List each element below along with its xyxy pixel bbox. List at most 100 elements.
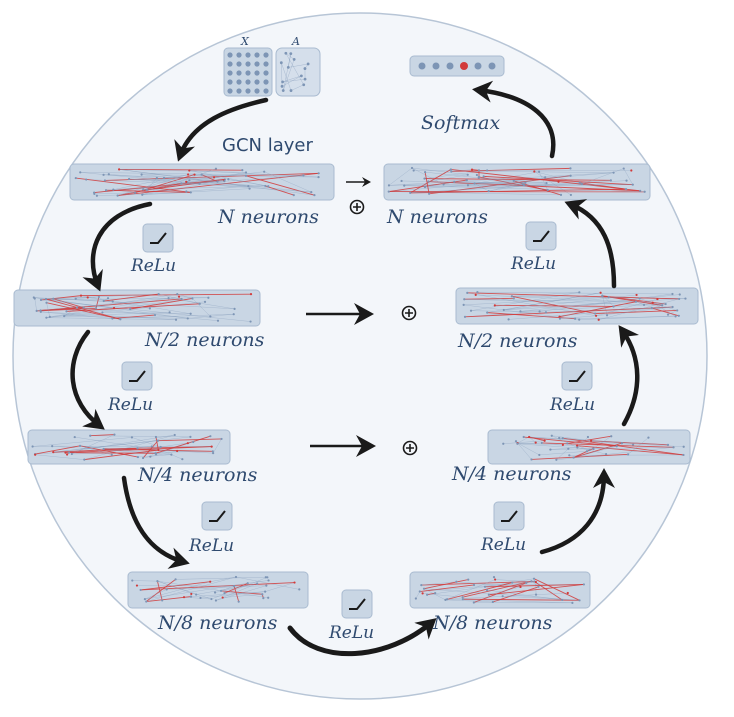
network-node bbox=[214, 591, 216, 593]
matrix-cell bbox=[263, 52, 268, 57]
network-node bbox=[651, 307, 653, 309]
network-node bbox=[466, 292, 468, 294]
network-node bbox=[93, 193, 95, 195]
network-node bbox=[684, 297, 686, 299]
network-node bbox=[155, 436, 157, 438]
matrix-cell bbox=[236, 79, 241, 84]
network-node bbox=[466, 179, 468, 181]
network-node bbox=[216, 181, 218, 183]
adjacency-node bbox=[290, 89, 293, 92]
softmax-output bbox=[410, 56, 504, 76]
network-node bbox=[463, 304, 465, 306]
network-node bbox=[428, 193, 430, 195]
relu-icon bbox=[342, 590, 372, 618]
network-node bbox=[293, 194, 295, 196]
network-node bbox=[462, 598, 464, 600]
matrix-cell bbox=[254, 52, 259, 57]
network-node bbox=[558, 437, 560, 439]
relu-label: ReLu bbox=[131, 258, 176, 275]
network-node bbox=[426, 594, 428, 596]
network-node bbox=[467, 174, 469, 176]
network-node bbox=[635, 301, 637, 303]
matrix-cell bbox=[245, 70, 250, 75]
network-node bbox=[598, 319, 600, 321]
network-node bbox=[486, 312, 488, 314]
network-node bbox=[187, 173, 189, 175]
network-node bbox=[108, 173, 110, 175]
network-node bbox=[204, 301, 206, 303]
network-node bbox=[678, 298, 680, 300]
network-node bbox=[605, 453, 607, 455]
network-node bbox=[318, 172, 320, 174]
network-node bbox=[64, 451, 66, 453]
relu-label: ReLu bbox=[481, 537, 526, 554]
network-node bbox=[223, 180, 225, 182]
matrix-cell bbox=[227, 52, 232, 57]
network-node bbox=[317, 176, 319, 178]
network-node bbox=[223, 592, 225, 594]
network-node bbox=[235, 576, 237, 578]
network-node bbox=[667, 444, 669, 446]
network-node bbox=[427, 180, 429, 182]
adjacency-node bbox=[302, 83, 305, 86]
network-node bbox=[241, 169, 243, 171]
network-node bbox=[530, 458, 532, 460]
network-node bbox=[538, 454, 540, 456]
network-node bbox=[211, 445, 213, 447]
matrix-cell bbox=[263, 61, 268, 66]
network-node bbox=[422, 592, 424, 594]
network-node bbox=[627, 453, 629, 455]
network-node bbox=[262, 597, 264, 599]
network-node bbox=[248, 188, 250, 190]
network-node bbox=[85, 178, 87, 180]
network-node bbox=[547, 189, 549, 191]
network-node bbox=[222, 596, 224, 598]
network-node bbox=[157, 449, 159, 451]
network-node bbox=[455, 581, 457, 583]
relu-label: ReLu bbox=[108, 397, 153, 414]
network-node bbox=[75, 177, 77, 179]
network-node bbox=[511, 581, 513, 583]
network-node bbox=[682, 454, 684, 456]
network-node bbox=[265, 576, 267, 578]
network-node bbox=[533, 170, 535, 172]
network-node bbox=[411, 167, 413, 169]
network-node bbox=[494, 578, 496, 580]
network-node bbox=[528, 436, 530, 438]
matrix-cell bbox=[227, 70, 232, 75]
network-node bbox=[118, 168, 120, 170]
network-node bbox=[462, 596, 464, 598]
network-node bbox=[434, 592, 436, 594]
network-node bbox=[212, 450, 214, 452]
network-node bbox=[665, 303, 667, 305]
network-node bbox=[674, 315, 676, 317]
network-node bbox=[136, 584, 138, 586]
network-node bbox=[519, 310, 521, 312]
network-node bbox=[537, 586, 539, 588]
network-node bbox=[156, 580, 158, 582]
network-node bbox=[559, 318, 561, 320]
network-node bbox=[264, 185, 266, 187]
relu-icon bbox=[526, 222, 556, 250]
network-node bbox=[476, 291, 478, 293]
n2-neurons-label-right: N/2 neurons bbox=[458, 332, 577, 351]
network-node bbox=[45, 302, 47, 304]
network-node bbox=[79, 171, 81, 173]
network-node bbox=[415, 597, 417, 599]
network-node bbox=[190, 191, 192, 193]
adjacency-node bbox=[280, 61, 283, 64]
network-node bbox=[52, 298, 54, 300]
network-node bbox=[34, 454, 36, 456]
network-node bbox=[247, 185, 249, 187]
network-node bbox=[676, 309, 678, 311]
network-node bbox=[129, 308, 131, 310]
network-node bbox=[493, 576, 495, 578]
network-node bbox=[483, 175, 485, 177]
network-node bbox=[265, 585, 267, 587]
network-node bbox=[188, 169, 190, 171]
network-node bbox=[140, 589, 142, 591]
network-node bbox=[168, 311, 170, 313]
network-node bbox=[592, 448, 594, 450]
network-node bbox=[199, 303, 201, 305]
